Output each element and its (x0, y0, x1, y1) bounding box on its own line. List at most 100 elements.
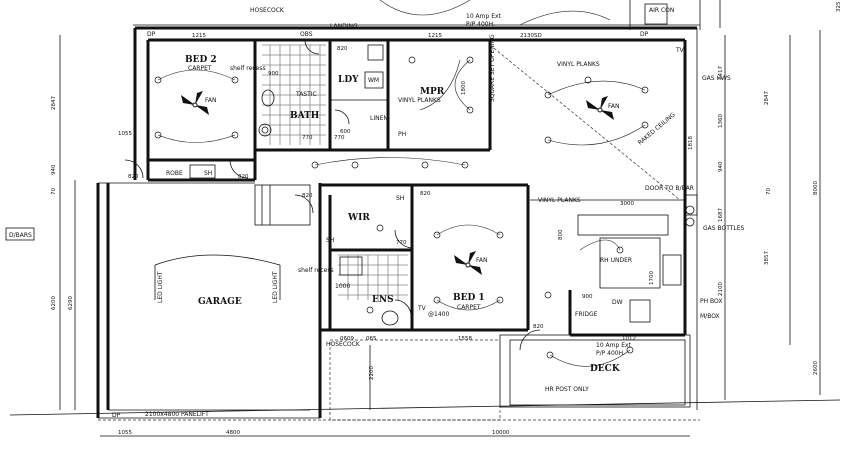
door-to-label: DOOR TO B/BAR (645, 185, 694, 192)
fan-label: FAN (205, 97, 217, 104)
dim-1055-a: 1055 (118, 131, 132, 137)
tv-label-2: TV (675, 47, 685, 54)
wm-label: WM (368, 77, 379, 84)
room-label-ens: ENS (372, 295, 394, 305)
led-light-label-2: LED LIGHT (272, 271, 279, 303)
dim-800: 800 (558, 229, 564, 240)
dim-900-a: 900 (268, 71, 279, 77)
hosecock-label: HOSECOCK (250, 7, 285, 14)
main-floor: VINYL PLANKS (557, 61, 600, 68)
room-label-ldy: LDY (338, 75, 359, 85)
dim-left-940: 940 (51, 164, 57, 175)
dim-820-b: 820 (128, 174, 139, 180)
house-walls (9, 0, 841, 421)
pp400-label-2: P/P 400H. (596, 350, 625, 357)
thousand-label: 1000 (335, 283, 350, 290)
air-con-box (644, 3, 668, 25)
ph-box-label: PH BOX (700, 298, 723, 305)
obs-label: OBS (300, 31, 313, 38)
dim-right-2100: 2100 (718, 282, 724, 296)
dim-820-d: 820 (302, 193, 313, 199)
hr-post-label: HR POST ONLY (545, 386, 589, 393)
room-label-bath: BATH (290, 111, 320, 121)
d-bars-box (5, 227, 35, 241)
fan-icon (181, 91, 209, 115)
dim-1558: 1558 (458, 336, 472, 342)
dim-right-8000: 8000 (813, 181, 819, 195)
dim-3000: 3000 (620, 201, 634, 207)
dim-left-6200: 6200 (51, 296, 57, 310)
dim-1800: 1800 (461, 81, 467, 95)
dim-right-3857: 3857 (764, 251, 770, 265)
dim-top-1215a: 1215 (192, 33, 206, 39)
dim-right-325: 325 (836, 1, 842, 12)
dim-1012: 1012 (622, 336, 636, 342)
ph-label: PH (398, 131, 406, 138)
room-label-bed2: BED 2 (185, 55, 217, 65)
dim-4800: 4800 (226, 430, 240, 436)
fan-icons (181, 91, 614, 275)
fan-label-3: FAN (476, 257, 488, 264)
dim-820-e: 820 (420, 191, 431, 197)
gas-hws-label: GAS HWS (702, 75, 731, 82)
dim-left-2847: 2847 (51, 96, 57, 110)
sh-label: SH (204, 170, 212, 177)
shelf-recess-label: shelf recess (230, 65, 266, 72)
dim-top-2130: 2130SD (520, 33, 542, 39)
robe-label: ROBE (166, 170, 183, 177)
led-light-label: LED LIGHT (157, 271, 164, 303)
tastic-label: TASTIC (295, 91, 317, 98)
dim-left-6290: 6290 (68, 296, 74, 310)
fixtures (189, 44, 698, 326)
dim-10000: 10000 (492, 430, 510, 436)
linen-label: LINEN (370, 115, 388, 122)
bed2-floor: CARPET (188, 65, 212, 72)
fan-label-2: FAN (608, 103, 620, 110)
dim-770-b: 770 (334, 135, 345, 141)
rh-under-label: RH UNDER (600, 257, 632, 264)
dim-top-1215b: 1215 (428, 33, 442, 39)
tv-label: TV (417, 305, 427, 312)
d-bars-label: D/BARS (9, 232, 32, 239)
sh-label-wir: SH (396, 195, 404, 202)
landing-label: LANDING (330, 23, 358, 30)
dim-right-2847: 2847 (764, 91, 770, 105)
bath-tiles (262, 44, 408, 300)
room-label-deck: DECK (590, 364, 621, 374)
dim-820-c: 820 (238, 174, 249, 180)
mpr-floor: VINYL PLANKS (398, 97, 441, 104)
room-label-garage: GARAGE (198, 297, 242, 307)
dim-600: 600 (340, 129, 351, 135)
dim-right-70: 70 (766, 188, 772, 195)
dim-900-b: 900 (582, 294, 593, 300)
kitchen-floor: VINYL PLANKS (538, 197, 581, 204)
dimension-lines (59, 30, 821, 437)
fridge-label: FRIDGE (575, 311, 598, 318)
square-set-label: SQUARE SET OPENING (489, 34, 496, 102)
dp-label: DP (147, 31, 156, 38)
ten-amp-label: 10 Amp Ext (466, 13, 502, 20)
dim-770-a: 770 (302, 135, 313, 141)
room-label-wir: WIR (347, 213, 370, 223)
dim-right-1687: 1687 (718, 208, 724, 222)
panelift-label: 2100x4800 PANELIFT (145, 411, 209, 418)
dim-0609: 0609 (340, 336, 354, 342)
door-swings (124, 39, 541, 351)
dp-label-2: DP (640, 31, 649, 38)
dim-right-2600: 2600 (813, 361, 819, 375)
gas-bottles-label: GAS BOTTLES (703, 225, 745, 232)
dim-820-a: 820 (337, 46, 348, 52)
dim-right-940: 940 (718, 161, 724, 172)
dim-2200: 2200 (369, 366, 375, 380)
dim-1055-b: 1055 (118, 430, 132, 436)
tv-height-label: @1400 (428, 311, 449, 318)
raked-ceiling-label: RAKED CEILING (637, 111, 677, 146)
sh-label-ens: SH (326, 237, 334, 244)
hosecock-label-2: HOSECOCK (326, 341, 361, 348)
room-label-mpr: MPR (420, 87, 445, 97)
raked-ceiling-line (489, 44, 681, 201)
bed1-floor: CARPET (457, 304, 481, 311)
dim-065: 065 (366, 336, 377, 342)
dim-770-c: 770 (396, 240, 407, 246)
